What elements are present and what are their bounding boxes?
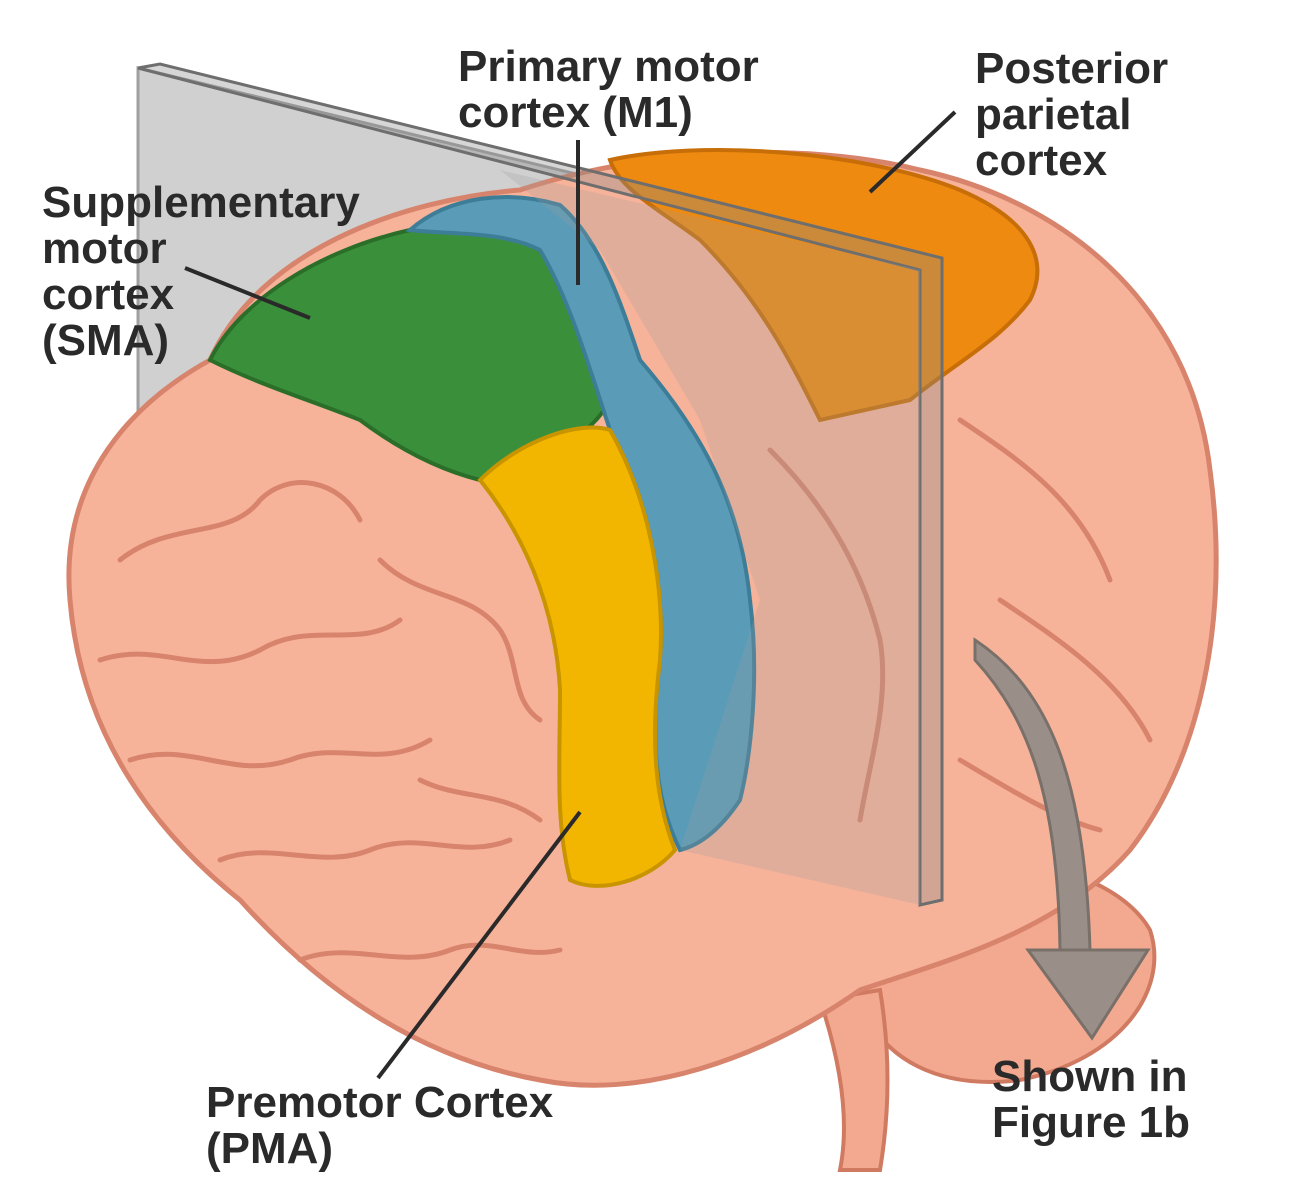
- section-plane-front: [137, 62, 944, 907]
- section-plane-overlay: [500, 170, 920, 905]
- label-posterior-parietal-cortex: Posterior parietal cortex: [975, 46, 1168, 184]
- curved-arrow-icon: [973, 637, 1151, 1041]
- leader-sma: [184, 266, 311, 320]
- label-pma-line1: Premotor Cortex: [206, 1078, 554, 1127]
- brain-folds: [97, 417, 1153, 963]
- label-sma-line2: motor: [42, 224, 167, 273]
- brainstem: [817, 987, 890, 1172]
- label-primary-motor-line1: Primary motor: [458, 42, 759, 91]
- label-sma-line1: Supplementary: [42, 178, 360, 227]
- label-shown-in-line2: Figure 1b: [992, 1098, 1191, 1147]
- label-pma-line2: (PMA): [206, 1124, 334, 1173]
- label-sma-line4: (SMA): [42, 316, 170, 365]
- label-ppc-line1: Posterior: [975, 44, 1169, 93]
- m1-region: [405, 195, 757, 853]
- pma-region: [477, 425, 678, 888]
- label-sma-line3: cortex: [42, 270, 175, 319]
- label-primary-motor-line2: cortex (M1): [458, 88, 693, 137]
- label-premotor-cortex: Premotor Cortex (PMA): [206, 1080, 553, 1172]
- label-shown-in-line1: Shown in: [992, 1052, 1188, 1101]
- leader-pma: [376, 810, 582, 1080]
- label-ppc-line3: cortex: [975, 136, 1108, 185]
- label-supplementary-motor-cortex: Supplementary motor cortex (SMA): [42, 180, 360, 364]
- label-shown-in-figure: Shown in Figure 1b: [992, 1054, 1190, 1146]
- label-primary-motor-cortex: Primary motor cortex (M1): [458, 44, 759, 136]
- leader-ppc: [868, 110, 957, 194]
- leader-lines: [184, 110, 957, 1080]
- label-ppc-line2: parietal: [975, 90, 1132, 139]
